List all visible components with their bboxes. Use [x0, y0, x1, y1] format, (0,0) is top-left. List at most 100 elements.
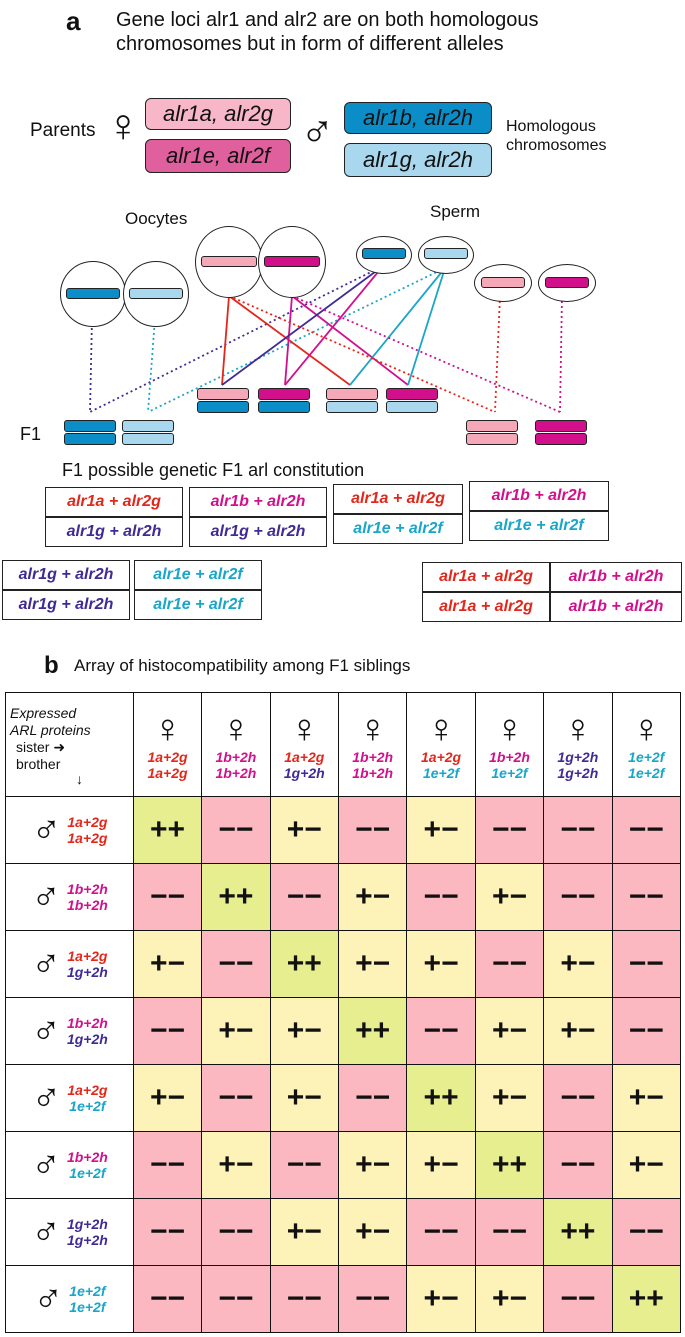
male-icon: ♂ — [33, 1277, 64, 1321]
compatibility-cell: +− — [337, 930, 408, 998]
constitution-5-bottom: alr1g + alr2h — [2, 590, 130, 620]
gamete-connection-lines — [89, 265, 563, 413]
compatibility-cell: ++ — [543, 1198, 613, 1266]
corner-line1: Expressed — [10, 704, 77, 721]
compatibility-cell: +− — [132, 1064, 203, 1132]
compatibility-cell: −− — [201, 930, 271, 998]
brother-label: brother — [16, 755, 61, 772]
arrow-down-icon: ↓ — [76, 770, 83, 787]
compatibility-cell: −− — [132, 1198, 203, 1266]
compatibility-cell: −− — [201, 1198, 271, 1266]
compatibility-cell: +− — [201, 997, 271, 1065]
brother-genotype-bottom: 1g+2h — [66, 1031, 108, 1047]
line-oocyte3-f1e — [228, 295, 351, 386]
brother-genotype-top: 1e+2f — [69, 1283, 106, 1299]
constitution-4-top: alr1b + alr2h — [469, 481, 609, 511]
compatibility-cell: +− — [474, 1265, 545, 1333]
line-oocyte4-f1d — [284, 295, 293, 386]
line-oocyte3-f1c — [221, 295, 230, 386]
constitution-8-bottom: alr1b + alr2h — [550, 592, 682, 622]
compatibility-cell: −− — [406, 1198, 476, 1266]
constitution-8-top: alr1b + alr2h — [550, 562, 682, 592]
male-icon: ♂ — [31, 1076, 62, 1120]
arrow-right-icon: ➜ — [53, 738, 66, 755]
oocyte-circle-3 — [195, 226, 263, 298]
compatibility-cell: ++ — [611, 1265, 682, 1333]
compatibility-cell: ++ — [337, 997, 408, 1065]
female-icon: ♀ — [152, 706, 183, 751]
compatibility-cell: +− — [132, 930, 203, 998]
brother-genotype-top: 1a+2g — [67, 814, 108, 830]
constitution-2-bottom: alr1g + alr2h — [189, 517, 327, 547]
compatibility-cell: +− — [337, 1131, 408, 1199]
constitution-6-top: alr1e + alr2f — [134, 560, 262, 590]
compatibility-cell: +− — [406, 930, 476, 998]
compatibility-cell: −− — [269, 1265, 339, 1333]
male-icon: ♂ — [30, 875, 61, 919]
female-icon: ♀ — [357, 706, 388, 751]
compatibility-cell: +− — [337, 863, 408, 931]
sister-genotype-bottom: 1g+2h — [557, 764, 599, 781]
compatibility-cell: −− — [337, 796, 408, 864]
line-sperm1-f1c — [221, 265, 384, 386]
compatibility-cell: −− — [611, 930, 682, 998]
line-oocyte2-f1b — [147, 317, 156, 413]
compatibility-cell: −− — [337, 1064, 408, 1132]
compatibility-cell: +− — [474, 1064, 545, 1132]
sister-genotype-bottom: 1e+2f — [628, 764, 665, 781]
compatibility-cell: −− — [201, 796, 271, 864]
female-chromosome-1: alr1a, alr2g — [145, 98, 291, 130]
constitution-4-bottom: alr1e + alr2f — [469, 511, 609, 541]
oocyte-circle-1 — [60, 261, 126, 327]
sister-genotype-bottom: 1e+2f — [422, 764, 460, 781]
compatibility-cell: +− — [201, 1131, 271, 1199]
compatibility-cell: −− — [269, 863, 339, 931]
compatibility-cell: −− — [543, 1131, 613, 1199]
oocytes-label: Oocytes — [125, 209, 188, 228]
sister-genotype-top: 1a+2g — [147, 748, 188, 765]
brother-genotype-top: 1a+2g — [67, 948, 108, 964]
female-parent-symbol: ♀ — [106, 99, 141, 151]
compatibility-cell: +− — [474, 863, 545, 931]
sister-genotype-bottom: 1e+2f — [491, 764, 528, 781]
compatibility-cell: −− — [611, 796, 682, 864]
sperm-circle-4 — [538, 264, 596, 302]
compatibility-cell: −− — [611, 1198, 682, 1266]
panel-a-letter: a — [66, 6, 81, 36]
line-oocyte1-f1a — [89, 317, 93, 413]
sister-genotype-top: 1e+2f — [628, 748, 665, 765]
female-icon: ♀ — [631, 706, 662, 751]
constitution-7-bottom: alr1a + alr2g — [422, 592, 550, 622]
male-parent-symbol: ♂ — [300, 105, 335, 157]
line-oocyte4-f1h — [291, 295, 561, 413]
corner-line4: brother — [10, 756, 129, 773]
corner-line2: ARL proteins — [10, 721, 91, 738]
line-sperm2-f1e — [349, 267, 446, 386]
line-sperm1-f1d — [284, 265, 384, 386]
compatibility-cell: ++ — [269, 930, 339, 998]
compatibility-cell: ++ — [132, 796, 203, 864]
compatibility-cell: −− — [474, 930, 545, 998]
male-icon: ♂ — [30, 1143, 61, 1187]
compatibility-cell: +− — [543, 997, 613, 1065]
compatibility-cell: −− — [543, 1064, 613, 1132]
constitution-7-top: alr1a + alr2g — [422, 562, 550, 592]
sperm-circle-3 — [474, 264, 532, 302]
compatibility-cell: −− — [474, 796, 545, 864]
line-sperm4-f1h — [559, 295, 563, 413]
